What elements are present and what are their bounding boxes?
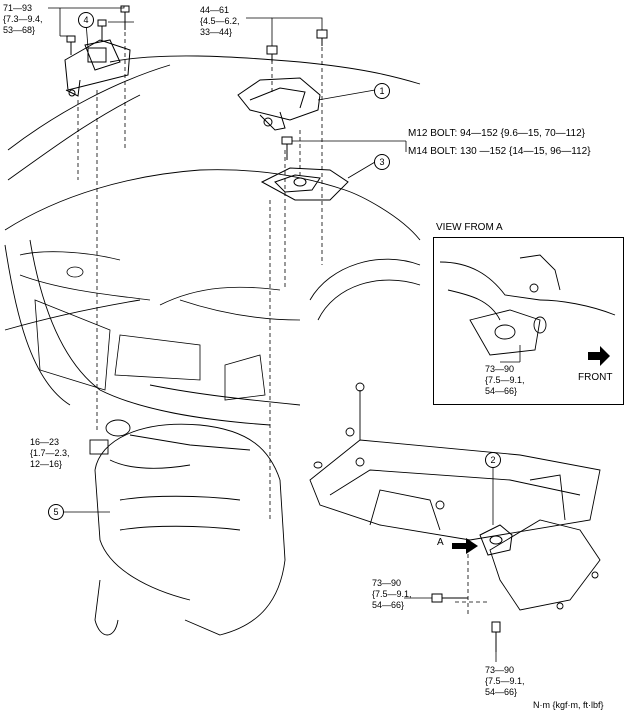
bottom-bolts <box>404 593 501 662</box>
view-a-arrow-label: A <box>437 537 444 548</box>
front-subframe <box>309 382 601 541</box>
front-direction-label: FRONT <box>578 372 613 383</box>
vehicle-body-outline <box>4 55 421 426</box>
torque-label-left-mid: 16—23 {1.7—2.3, 12—16} <box>30 437 70 469</box>
engine-transaxle-5 <box>62 419 286 636</box>
view-from-a-title: VIEW FROM A <box>436 222 503 233</box>
installation-guide-lines <box>77 32 490 615</box>
m12-m14-bolt <box>281 136 407 160</box>
view-a-arrow <box>452 538 478 554</box>
torque-label-top-center: 44—61 {4.5—6.2, 33—44} <box>200 5 240 37</box>
callout-5: 5 <box>48 504 64 520</box>
view-from-a-panel <box>433 237 624 405</box>
front-fascia <box>19 251 301 401</box>
callout-4: 4 <box>78 12 94 28</box>
callout-3: 3 <box>374 154 390 170</box>
torque-label-view-a: 73—90 {7.5—9.1, 54—66} <box>485 364 525 396</box>
engine-mount-bracket-4 <box>64 39 131 97</box>
top-left-bolts <box>66 5 130 55</box>
callout-1: 1 <box>374 83 390 99</box>
view-a-detail-drawing <box>439 254 616 366</box>
m14-bolt-torque: M14 BOLT: 130 —152 {14—15, 96—112} <box>408 146 591 157</box>
wheel-arch <box>309 258 421 321</box>
engine-mount-bracket-3 <box>260 161 376 201</box>
units-note: N·m {kgf·m, ft·lbf} <box>533 700 604 710</box>
lower-control-arm <box>489 474 601 611</box>
torque-label-top-left: 71—93 {7.3—9.4, 53—68} <box>3 3 43 35</box>
leader-lines-top-left <box>48 6 134 37</box>
torque-label-bottom-right: 73—90 {7.5—9.1, 54—66} <box>485 665 525 697</box>
engine-mount-bracket-1 <box>237 77 376 131</box>
top-center-bolts <box>246 17 328 62</box>
torque-label-bottom-center: 73—90 {7.5—9.1, 54—66} <box>372 578 412 610</box>
callout-2: 2 <box>485 452 501 468</box>
m12-bolt-torque: M12 BOLT: 94—152 {9.6—15, 70—112} <box>408 128 585 139</box>
engine-mount-2 <box>479 470 513 556</box>
